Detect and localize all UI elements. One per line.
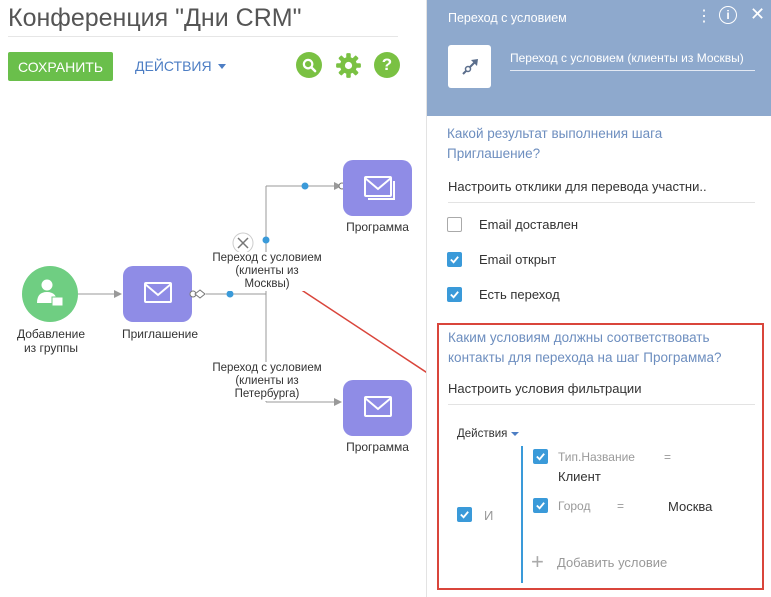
checkmark-icon: [460, 511, 469, 519]
checkmark-icon: [536, 502, 545, 510]
condition-operator[interactable]: =: [664, 450, 672, 464]
save-button[interactable]: СОХРАНИТЬ: [8, 52, 113, 81]
actions-label: ДЕЙСТВИЯ: [135, 58, 212, 74]
checkbox-label: Есть переход: [479, 287, 560, 302]
gear-icon: [336, 53, 361, 78]
condition-column[interactable]: Тип.Название: [558, 450, 635, 464]
condition-operator[interactable]: =: [617, 499, 625, 513]
question-step-result: Какой результат выполнения шага Приглаше…: [447, 124, 662, 164]
help-icon: ?: [381, 55, 393, 74]
group-operator[interactable]: И: [484, 508, 494, 523]
add-condition-button[interactable]: Добавить условие: [557, 555, 668, 570]
program-top-label: Программа: [346, 220, 409, 234]
email-icon: [144, 282, 172, 303]
invite-node-label: Приглашение: [121, 327, 199, 341]
checkbox-label: Email доставлен: [479, 217, 579, 232]
close-icon[interactable]: ✕: [750, 4, 766, 24]
checkmark-icon: [450, 256, 459, 264]
checkbox-checked[interactable]: [447, 252, 462, 267]
title-divider: [8, 36, 398, 37]
element-name-input[interactable]: Переход с условием (клиенты из Москвы): [510, 51, 755, 71]
chevron-down-icon: [217, 63, 226, 69]
process-diagram: [22, 160, 426, 436]
checkmark-icon: [450, 291, 459, 299]
checkbox-label: Email открыт: [479, 252, 557, 267]
question-filter: Каким условиям должны соответствовать ко…: [448, 328, 722, 368]
condition-value[interactable]: Москва: [668, 499, 713, 514]
group-checkbox[interactable]: [457, 507, 472, 522]
responses-field[interactable]: Настроить отклики для перевода участни..: [448, 179, 755, 203]
chevron-down-icon: [511, 432, 520, 436]
checkbox-row-delivered[interactable]: Email доставлен: [447, 217, 578, 232]
condition-checkbox[interactable]: [533, 498, 548, 513]
condition-column[interactable]: Город: [558, 499, 591, 513]
condition-value[interactable]: Клиент: [558, 469, 601, 484]
panel-header: Переход с условием ⋮ i ✕ Переход с услов…: [427, 0, 771, 116]
search-button[interactable]: [296, 52, 322, 78]
checkmark-icon: [536, 453, 545, 461]
question-filter-line2: контакты для перехода на шаг Программа?: [448, 350, 722, 365]
program-bottom-label: Программа: [346, 440, 409, 454]
question-filter-line1: Каким условиям должны соответствовать: [448, 330, 710, 345]
filter-group-bar: [521, 446, 523, 583]
checkbox-row-opened[interactable]: Email открыт: [447, 252, 556, 267]
condition-checkbox[interactable]: [533, 449, 548, 464]
filter-actions-dropdown[interactable]: Действия: [457, 428, 520, 440]
highlight-frame: [437, 323, 764, 590]
transition-peterburg-label[interactable]: Переход с условием (клиенты из Петербург…: [206, 362, 328, 401]
checkbox-row-clicked[interactable]: Есть переход: [447, 287, 560, 302]
properties-panel: Переход с условием ⋮ i ✕ Переход с услов…: [426, 0, 771, 597]
transition-arrow-icon: [461, 58, 478, 75]
annotation-arrow: [296, 286, 426, 373]
info-icon[interactable]: i: [719, 6, 737, 24]
actions-dropdown[interactable]: ДЕЙСТВИЯ: [135, 58, 226, 74]
start-node-label: Добавление из группы: [17, 327, 85, 355]
checkbox-unchecked[interactable]: [447, 217, 462, 232]
question-step-result-line2: Приглашение?: [447, 146, 541, 161]
checkbox-checked[interactable]: [447, 287, 462, 302]
transition-moscow-label[interactable]: Переход с условием (клиенты из Москвы): [206, 252, 328, 291]
more-icon[interactable]: ⋮: [696, 8, 712, 25]
filter-field[interactable]: Настроить условия фильтрации: [448, 381, 755, 405]
element-type-icon: [448, 45, 491, 88]
panel-title: Переход с условием: [448, 11, 567, 25]
settings-button[interactable]: [335, 52, 362, 79]
search-icon: [302, 58, 316, 72]
question-step-result-line1: Какой результат выполнения шага: [447, 126, 663, 141]
filter-actions-label: Действия: [457, 428, 508, 440]
page-title: Конференция "Дни CRM": [8, 4, 302, 32]
help-button[interactable]: ?: [374, 52, 400, 78]
plus-icon[interactable]: +: [531, 549, 544, 574]
